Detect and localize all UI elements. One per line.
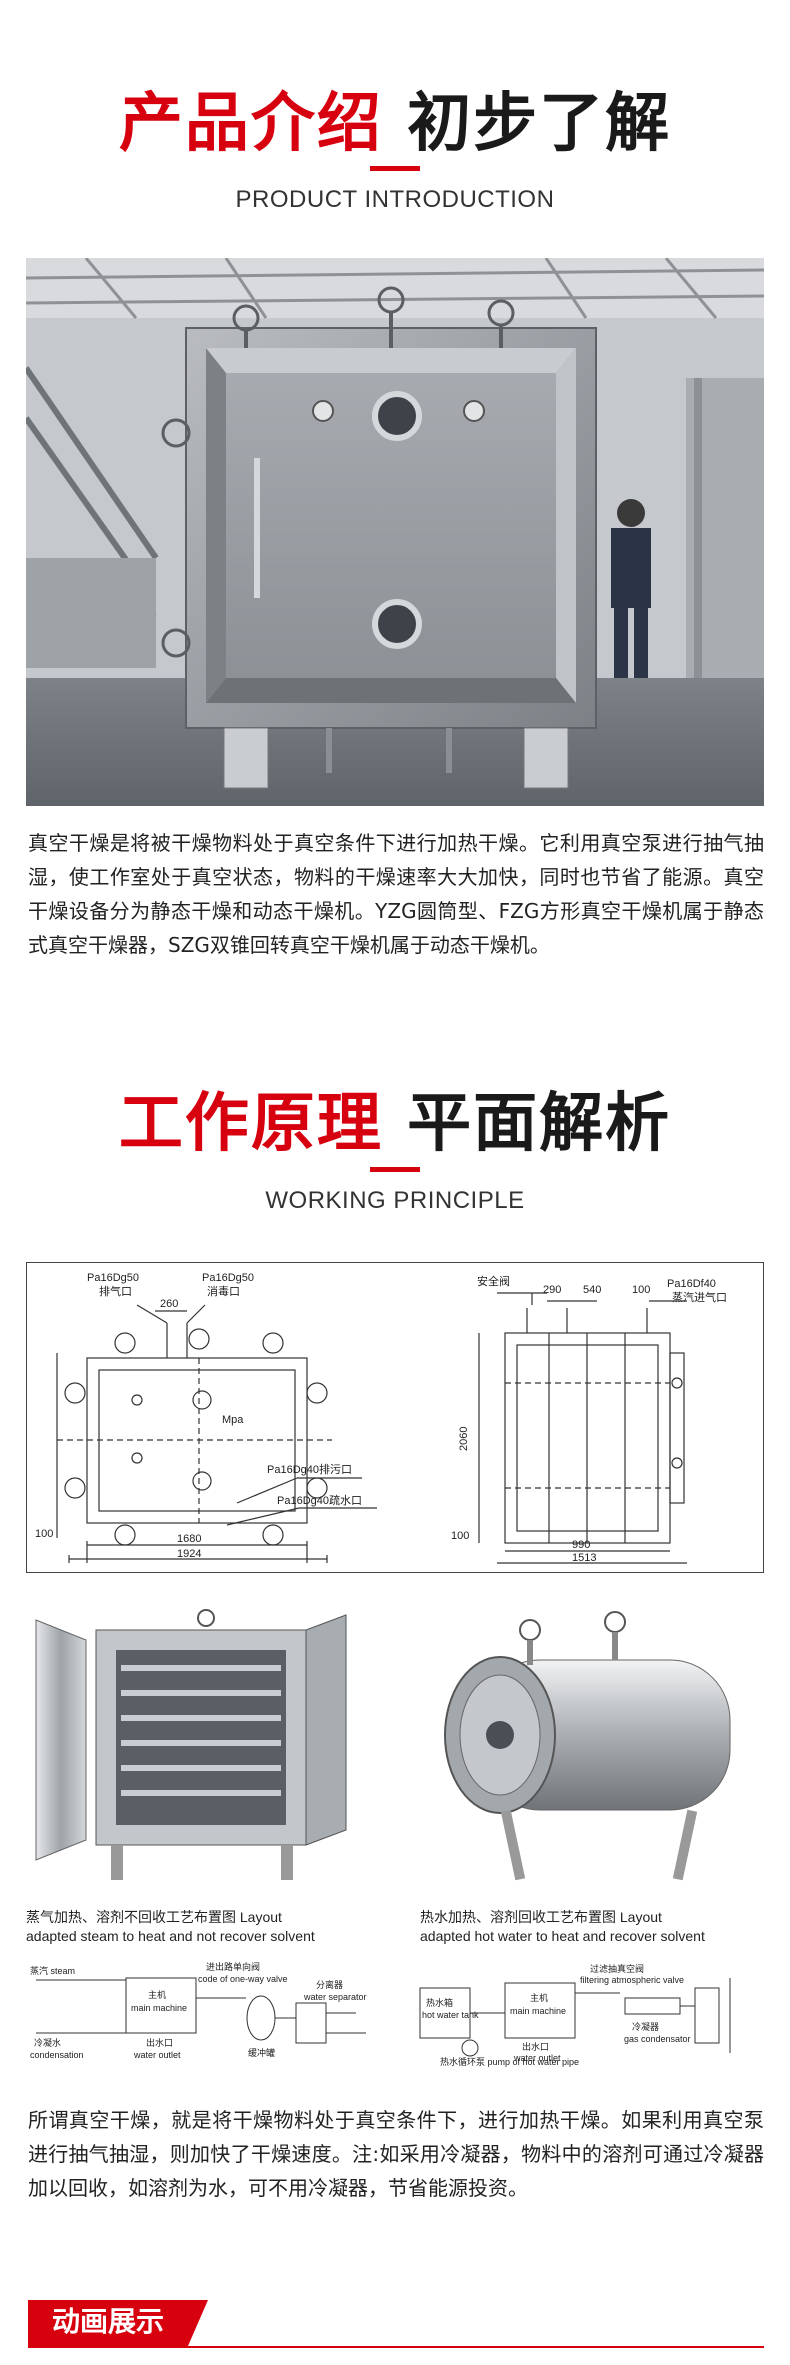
flow-right-filter-en: filtering atmospheric valve	[580, 1975, 684, 1985]
label-muffler-port: 消毒口	[207, 1284, 240, 1298]
principle-subtitle: WORKING PRINCIPLE	[265, 1187, 525, 1214]
layout-left-caption-line2: adapted steam to heat and not recover so…	[26, 1928, 315, 1944]
principle-title: 工作原理 平面解析	[0, 1072, 790, 1164]
technical-drawing-svg: Pa16Dg50 排气口 Pa16Dg50 消毒口 260 Mpa Pa16Dg…	[35, 1272, 727, 1564]
label-dim-100c: 100	[451, 1530, 469, 1542]
animation-banner-shape	[28, 2300, 208, 2346]
flow-right-pump: 热水循环泵 pump of hot water pipe	[440, 2056, 579, 2067]
flow-left-oneway: 进出路单向阀	[206, 1961, 260, 1972]
cylindrical-dryer-photo	[420, 1600, 764, 1900]
flow-left-outlet-en: water outlet	[133, 2050, 181, 2060]
flow-left-outlet: 出水口	[146, 2037, 173, 2048]
flow-left-cond-en: condensation	[30, 2050, 84, 2060]
label-dim-1924: 1924	[177, 1548, 201, 1560]
label-dim-990: 990	[572, 1539, 590, 1551]
principle-title-underline	[370, 1167, 420, 1172]
flow-left-cond: 冷凝水	[34, 2037, 61, 2048]
flow-diagram-left-svg: 蒸汽 steam 主机 main machine 冷凝水 condensatio…	[30, 1961, 367, 2060]
label-steam-inlet: 蒸汽进气口	[672, 1290, 727, 1304]
flow-left-steam: 蒸汽 steam	[30, 1965, 75, 1976]
principle-title-dark: 平面解析	[407, 1087, 672, 1161]
flow-left-separator-en: water separator	[303, 1992, 367, 2002]
flow-left-main-en: main machine	[131, 2003, 187, 2013]
label-pa50-exhaust: Pa16Dg50	[87, 1272, 139, 1284]
label-safety-valve: 安全阀	[477, 1274, 510, 1288]
label-dim-100: 100	[35, 1528, 53, 1540]
label-dim-290: 290	[543, 1284, 561, 1296]
product-photo-illustration	[26, 258, 764, 806]
flow-right-hot-tank-en: hot water tank	[422, 2010, 479, 2020]
intro-title-red: 产品介绍	[118, 87, 383, 161]
layout-right-caption: 热水加热、溶剂回收工艺布置图 Layout adapted hot water …	[420, 1908, 764, 1946]
layout-right-caption-line2: adapted hot water to heat and recover so…	[420, 1928, 705, 1944]
intro-title-underline	[370, 166, 420, 171]
product-photo	[26, 258, 764, 806]
intro-title: 产品介绍 初步了解	[0, 72, 790, 164]
box-dryer-photo	[26, 1600, 376, 1900]
label-pa-df40: Pa16Df40	[667, 1278, 716, 1290]
technical-drawing: Pa16Dg50 排气口 Pa16Dg50 消毒口 260 Mpa Pa16Dg…	[26, 1262, 764, 1573]
intro-paragraph: 真空干燥是将被干燥物料处于真空条件下进行加热干燥。它利用真空泵进行抽气抽湿，使工…	[28, 831, 764, 957]
flow-left-oneway-en: code of one-way valve	[198, 1974, 288, 1984]
label-exhaust-port: 排气口	[99, 1284, 132, 1298]
flow-right-main-en: main machine	[510, 2006, 566, 2016]
layout-left-caption-line1: 蒸气加热、溶剂不回收工艺布置图 Layout	[26, 1909, 282, 1925]
principle-paragraph: 所谓真空干燥，就是将干燥物料处于真空条件下，进行加热干燥。如果利用真空泵进行抽气…	[28, 2108, 764, 2200]
label-dim-100b: 100	[632, 1284, 650, 1296]
flow-right-outlet: 出水口	[522, 2041, 549, 2052]
flow-right-outlet-en: water outlet	[513, 2053, 561, 2063]
flow-right-filter: 过滤抽真空阀	[590, 1963, 644, 1974]
flow-right-condenser: 冷凝器	[632, 2021, 659, 2032]
intro-subtitle: PRODUCT INTRODUCTION	[235, 186, 555, 213]
animation-banner-label: 动画展示	[51, 2305, 164, 2338]
cylindrical-dryer-illustration	[444, 1611, 731, 1881]
flow-right-condenser-en: gas condensator	[624, 2034, 691, 2044]
flow-right-main: 主机	[530, 1992, 548, 2003]
layout-left-caption: 蒸气加热、溶剂不回收工艺布置图 Layout adapted steam to …	[26, 1908, 386, 1946]
layout-right-caption-line1: 热水加热、溶剂回收工艺布置图 Layout	[420, 1909, 662, 1925]
flow-diagram-right-svg: 主机 main machine 热水箱 hot water tank 出水口 w…	[419, 1963, 731, 2067]
label-dim-540: 540	[583, 1284, 601, 1296]
flow-diagram-right: 主机 main machine 热水箱 hot water tank 出水口 w…	[410, 1958, 764, 2068]
animation-banner-underline	[28, 2346, 764, 2348]
principle-title-red: 工作原理	[118, 1087, 383, 1161]
label-pa40-water: Pa16Dg40疏水口	[277, 1493, 362, 1507]
label-dim-1513: 1513	[572, 1552, 596, 1564]
label-dim-1680: 1680	[177, 1533, 201, 1545]
label-dim-260: 260	[160, 1298, 178, 1310]
flow-right-hot-tank: 热水箱	[426, 1997, 453, 2008]
intro-title-dark: 初步了解	[407, 87, 672, 161]
box-dryer-illustration	[35, 1609, 347, 1880]
label-mpa: Mpa	[222, 1414, 244, 1426]
flow-left-separator: 分离器	[316, 1979, 343, 1990]
label-dim-2060: 2060	[458, 1427, 470, 1451]
label-pa50-muffler: Pa16Dg50	[202, 1272, 254, 1284]
flow-left-buffer: 缓冲罐	[248, 2047, 275, 2058]
flow-diagram-left: 蒸汽 steam 主机 main machine 冷凝水 condensatio…	[26, 1958, 386, 2068]
flow-left-main: 主机	[148, 1989, 166, 2000]
label-pa40-drain: Pa16Dg40排污口	[267, 1462, 352, 1476]
